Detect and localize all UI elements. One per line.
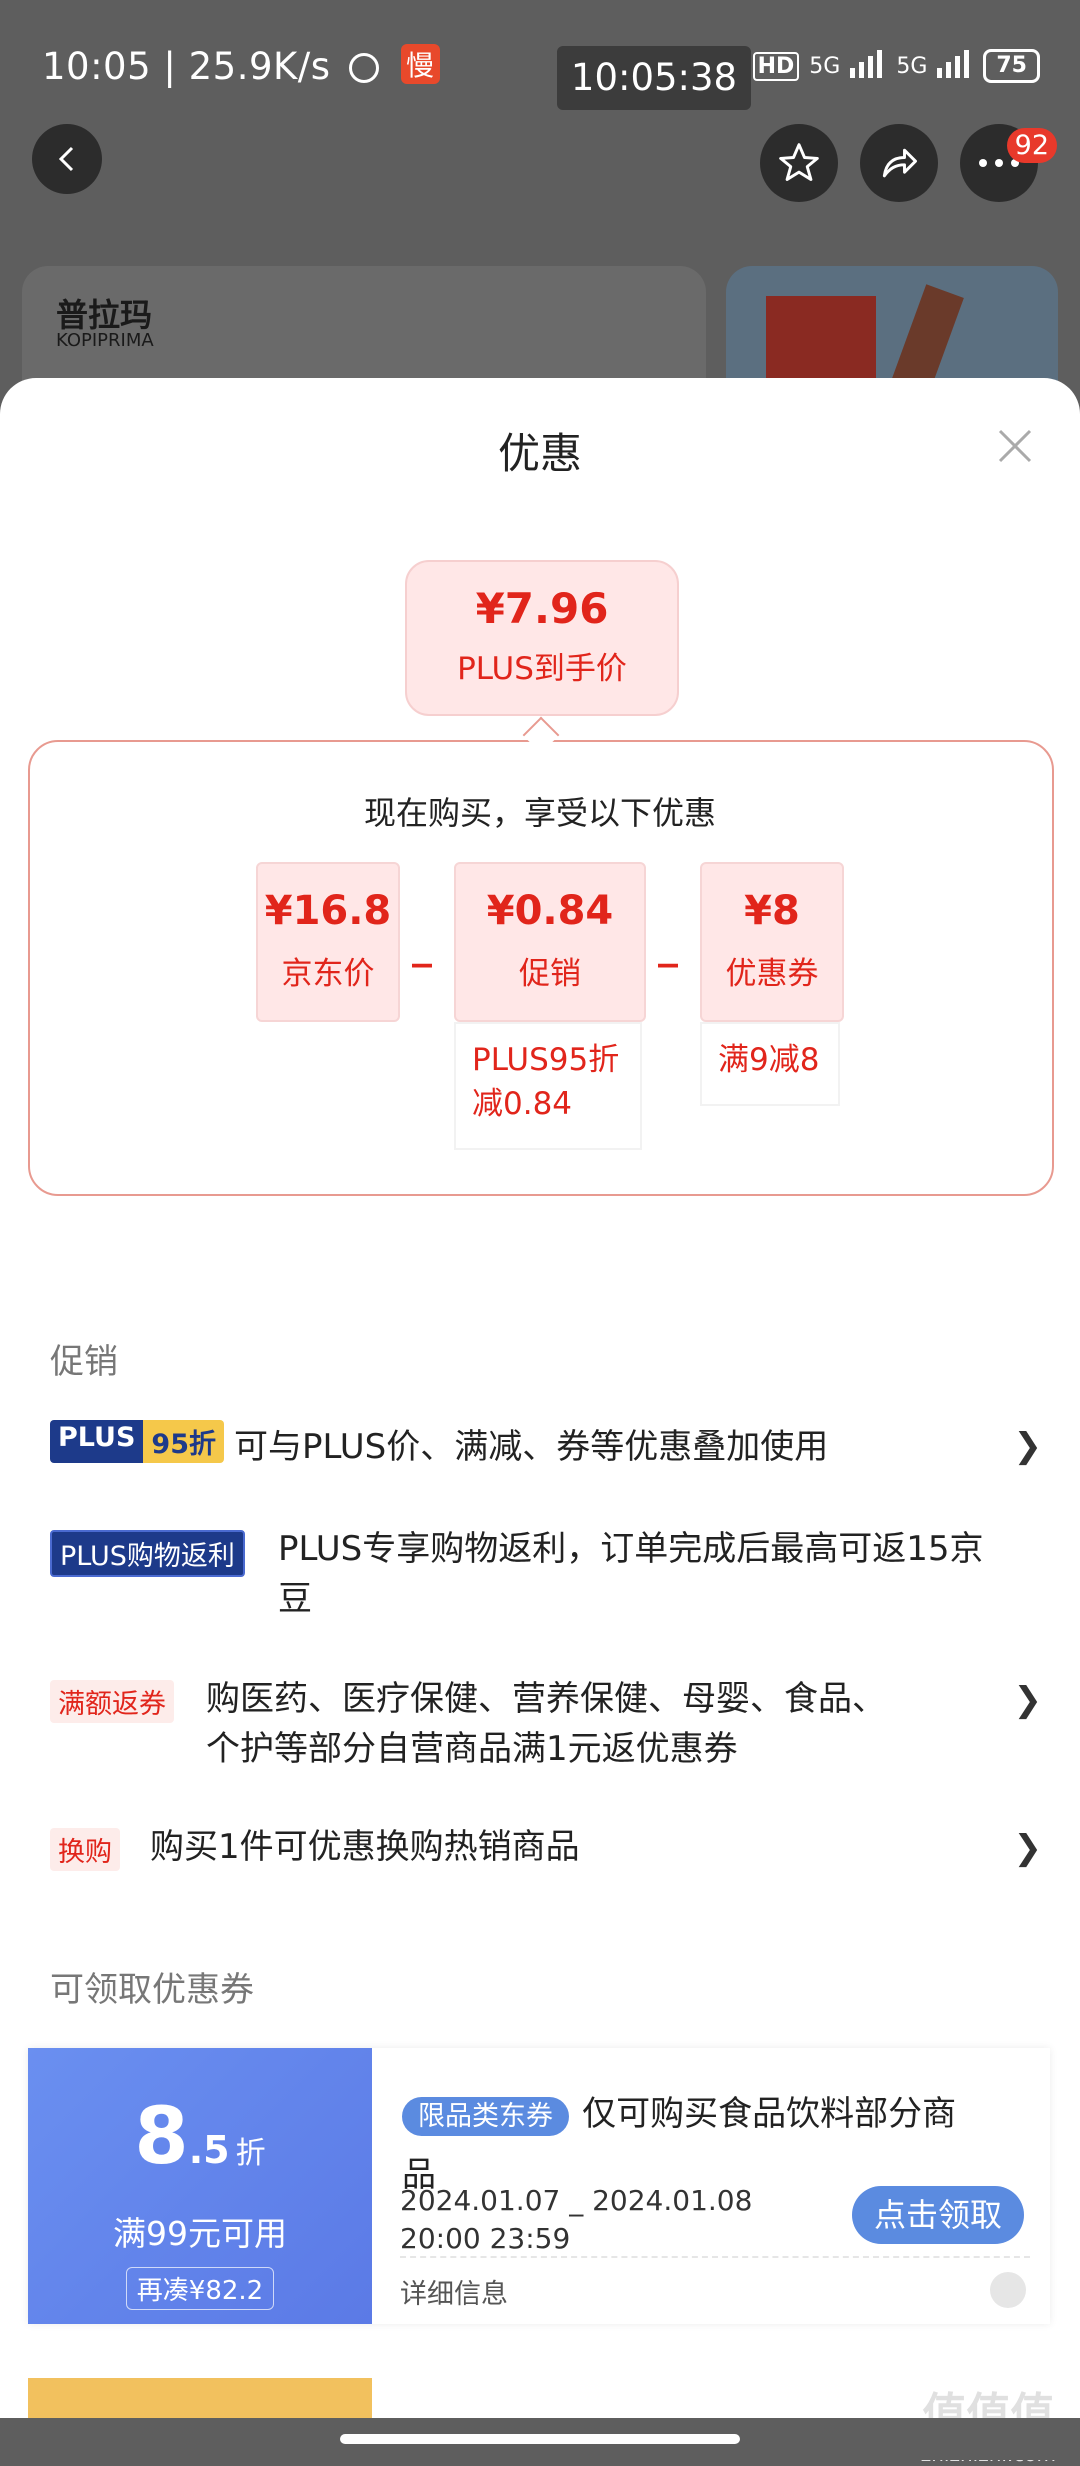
final-price-label: PLUS到手价 [457, 651, 627, 687]
coupon-condition: 满99元可用 [113, 2214, 287, 2253]
promo-item-3-line1: 购医药、医疗保健、营养保健、母婴、食品、 [206, 1679, 886, 1719]
final-price-box: ¥7.96 PLUS到手价 [405, 560, 679, 716]
coupon-details-link[interactable]: 详细信息 [400, 2279, 508, 2310]
promo-detail: PLUS95折减0.84 [454, 1022, 642, 1150]
coupon-date-line1: 2024.01.07 _ 2024.01.08 [400, 2184, 753, 2217]
discount-unit: 折 [235, 2136, 266, 2171]
close-icon [998, 429, 1032, 463]
coupon-price-box: ¥8 优惠券 [700, 862, 844, 1022]
slow-badge: 慢 [401, 44, 440, 84]
back-button[interactable] [32, 124, 102, 194]
final-price-value: ¥7.96 [475, 584, 609, 633]
minus-sign: _ [658, 922, 678, 968]
coupon-title: 限品类东券 仅可购买食品饮料部分商 品 [402, 2086, 1002, 2196]
brand-name: 普拉玛 [56, 296, 153, 334]
signal-icon-2 [937, 48, 973, 84]
chevron-down-icon[interactable] [990, 2272, 1026, 2308]
coupon-title-line1: 仅可购买食品饮料部分商 [582, 2094, 957, 2134]
coupon-validity: 2024.01.07 _ 2024.01.08 20:00 23:59 [400, 2182, 752, 2258]
promo-value: ¥0.84 [486, 888, 614, 934]
promo-item-3-line2: 个护等部分自营商品满1元返优惠券 [206, 1729, 738, 1769]
coupon-detail: 满9减8 [700, 1022, 840, 1106]
promo-label: 促销 [519, 956, 581, 992]
home-indicator[interactable] [340, 2434, 740, 2444]
breakdown-title: 现在购买，享受以下优惠 [363, 794, 716, 832]
jd-price-value: ¥16.8 [264, 888, 392, 934]
plus-rebate-tag: PLUS购物返利 [50, 1530, 245, 1577]
share-button[interactable] [860, 124, 938, 202]
jd-price-label: 京东价 [281, 956, 375, 992]
battery-icon: 75 [983, 49, 1040, 83]
status-bar-left: 10:05 | 25.9K/s 慢 [42, 44, 440, 88]
claim-coupon-button[interactable]: 点击领取 [852, 2186, 1024, 2244]
alarm-icon [348, 53, 379, 83]
message-count-badge: 92 [1006, 128, 1057, 163]
discount-95-tag: 95折 [143, 1420, 224, 1463]
promotions-section-label: 促销 [50, 1342, 118, 1382]
promo-item-2-line2: 豆 [278, 1579, 312, 1619]
back-arrow-icon [58, 146, 74, 172]
signal-icon [850, 48, 886, 84]
coupons-section-label: 可领取优惠券 [50, 1970, 254, 2010]
promo-item-4-text[interactable]: 购买1件可优惠换购热销商品 [150, 1827, 580, 1867]
close-button[interactable] [994, 425, 1036, 467]
star-icon [779, 143, 819, 181]
exchange-tag: 换购 [50, 1828, 120, 1871]
plus-tag: PLUS [50, 1420, 144, 1463]
discount-int: 8 [134, 2092, 189, 2182]
sheet-title: 优惠 [497, 429, 582, 478]
full-return-coupon-tag: 满额返券 [50, 1680, 174, 1723]
minus-sign: _ [412, 922, 432, 968]
net-label-2: 5G [896, 53, 928, 79]
promo-item-1-text[interactable]: 可与PLUS价、满减、券等优惠叠加使用 [234, 1427, 829, 1467]
promo-item-2-line1: PLUS专享购物返利，订单完成后最高可返15京 [278, 1529, 984, 1569]
coupon-category-tag: 限品类东券 [402, 2097, 569, 2136]
brand-subtitle: KOPIPRIMA [56, 330, 154, 351]
coupon-need-more: 再凑¥82.2 [125, 2267, 275, 2310]
status-bar-right: HD 5G 5G 75 [752, 48, 1040, 84]
promo-price-box: ¥0.84 促销 [454, 862, 646, 1022]
promo-item-3-text[interactable]: 购医药、医疗保健、营养保健、母婴、食品、 个护等部分自营商品满1元返优惠券 [206, 1674, 986, 1774]
coupon-divider [400, 2256, 1030, 2258]
chevron-right-icon[interactable]: ❯ [1013, 1680, 1043, 1720]
clock-overlay: 10:05:38 [557, 46, 751, 110]
promo-item-2-text: PLUS专享购物返利，订单完成后最高可返15京 豆 [278, 1524, 1048, 1624]
coupon-label: 优惠券 [725, 956, 819, 992]
coupon-value: ¥8 [744, 888, 800, 934]
chevron-right-icon[interactable]: ❯ [1013, 1426, 1043, 1466]
discount-dec: .5 [188, 2128, 230, 2172]
coupon-date-line2: 20:00 23:59 [400, 2222, 571, 2255]
plus-discount-tag: PLUS 95折 [50, 1420, 224, 1463]
favorite-button[interactable] [760, 124, 838, 202]
coupon-title-line2: 品 [402, 2155, 436, 2195]
more-dots-icon [979, 159, 1019, 167]
jd-price-box: ¥16.8 京东价 [256, 862, 400, 1022]
net-label-1: 5G [809, 53, 841, 79]
status-time-speed: 10:05 | 25.9K/s [42, 45, 331, 88]
chevron-right-icon[interactable]: ❯ [1013, 1828, 1043, 1868]
hd-icon: HD [752, 51, 800, 81]
share-icon [882, 148, 917, 178]
